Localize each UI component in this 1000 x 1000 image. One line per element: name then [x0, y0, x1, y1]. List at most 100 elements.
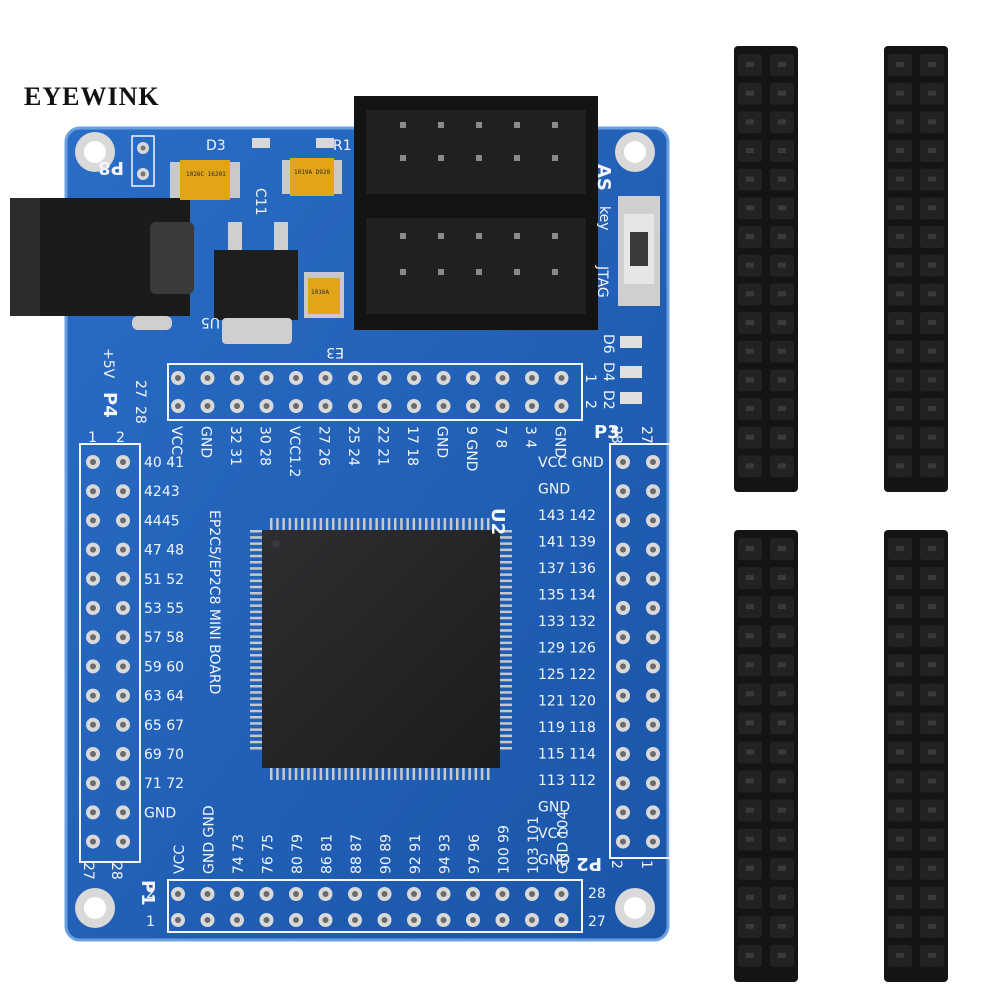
p4-pad — [171, 399, 185, 413]
connector-pin — [552, 233, 558, 239]
p1-row-label-0: 40 41 — [144, 455, 184, 471]
p1-row-label-11: 71 72 — [144, 776, 184, 792]
p1-pad — [86, 717, 100, 732]
p2-pin-label-9: 94 93 — [438, 834, 454, 874]
capacitor-c3: 1016A — [304, 272, 344, 318]
p1-row-label-5: 53 55 — [144, 601, 184, 617]
p1-row-label-6: 57 58 — [144, 630, 184, 646]
p2-outline — [167, 879, 583, 933]
p1-pad — [86, 542, 100, 557]
p4-pad — [348, 371, 362, 385]
connector-pin — [438, 269, 444, 275]
p2-pad — [318, 887, 333, 901]
p3-row-label-0: VCC GND — [538, 455, 604, 471]
key-button[interactable] — [618, 196, 660, 306]
label-5v: +5V — [100, 348, 116, 379]
connector-pin — [514, 122, 520, 128]
p1-pad — [86, 834, 100, 849]
label-p4: P4 — [99, 392, 120, 418]
p1-pad — [86, 776, 100, 791]
label-p2-28: 28 — [588, 886, 606, 902]
connector-pin — [514, 269, 520, 275]
p2-pad — [289, 913, 303, 927]
mounting-hole-tr — [615, 132, 655, 172]
p1-pad — [86, 484, 100, 499]
connector-pin — [438, 233, 444, 239]
brand-logo: EYEWINK — [24, 82, 160, 111]
smd-d3 — [252, 138, 270, 148]
label-p1: P1 — [137, 880, 158, 906]
p2-pad — [348, 887, 362, 901]
p4-pin-label-4: VCC1.2 — [286, 426, 302, 477]
pin-header-strip — [884, 530, 948, 982]
label-e3: E3 — [326, 344, 344, 360]
label-key: key — [596, 206, 612, 231]
p2-pin-label-1: GND GND — [202, 805, 218, 874]
connector-pin — [476, 155, 482, 161]
p2-pad — [318, 913, 333, 927]
capacitor-c1: 1026C 16201 — [170, 160, 240, 200]
p1-pad — [116, 513, 130, 528]
p4-pin-label-10: 9 GND — [463, 426, 479, 471]
p3-pad — [646, 630, 660, 645]
label-p4-1: 1 — [582, 374, 598, 383]
p4-pin-label-13: GND — [552, 426, 568, 458]
p1-pad — [86, 513, 100, 528]
p3-pad — [646, 571, 660, 586]
label-as: AS — [593, 164, 614, 191]
p4-pad — [436, 371, 451, 385]
p1-pad — [116, 630, 130, 645]
connector-pin — [552, 269, 558, 275]
p3-row-label-2: 143 142 — [538, 508, 596, 524]
p2-pad — [436, 887, 451, 901]
label-d6: D6 — [600, 334, 616, 354]
voltage-regulator-u5 — [214, 222, 298, 344]
p2-pad — [495, 887, 510, 901]
smd-r1 — [316, 138, 334, 148]
loose-pin-headers — [734, 46, 948, 982]
p4-pin-label-0: VCC — [168, 426, 184, 455]
p4-pin-label-7: 22 21 — [375, 426, 391, 466]
p4-pad — [230, 371, 244, 385]
fpga-chip-u2 — [250, 518, 512, 780]
p2-pad — [348, 913, 362, 927]
connector-pin — [400, 122, 406, 128]
p2-pad — [289, 887, 303, 901]
label-u2: U2 — [487, 508, 508, 535]
p2-pad — [525, 887, 539, 901]
p2-pin-label-3: 76 75 — [261, 834, 277, 874]
capacitor-c2: 1019A D920 — [282, 158, 342, 196]
p3-pad — [646, 776, 660, 791]
p4-pad — [377, 371, 392, 385]
p4-pad — [348, 399, 362, 413]
p2-pad — [259, 913, 274, 927]
p4-pad — [259, 371, 274, 385]
p1-row-label-3: 47 48 — [144, 543, 184, 559]
p2-pin-label-2: 74 73 — [231, 834, 247, 874]
p4-pad — [525, 399, 539, 413]
p1-pad — [86, 630, 100, 645]
label-p1-1: 1 — [88, 430, 97, 446]
p1-pad — [86, 601, 100, 615]
p1-pad — [116, 659, 130, 674]
p3-pad — [616, 571, 630, 586]
p3-pad — [646, 688, 660, 703]
p1-pad — [86, 805, 100, 820]
p3-row-label-15: GND — [538, 853, 570, 869]
p2-pad — [436, 913, 451, 927]
mounting-hole-tl — [75, 132, 115, 172]
p3-pad — [646, 805, 660, 820]
p4-pad — [200, 399, 215, 413]
p3-row-label-7: 129 126 — [538, 641, 596, 657]
p4-pad — [554, 371, 569, 385]
label-d3: D3 — [206, 138, 226, 154]
p3-row-label-10: 119 118 — [538, 720, 596, 736]
label-p3-27: 27 — [638, 426, 654, 444]
connector-pin — [438, 155, 444, 161]
p1-pad — [116, 747, 130, 761]
p4-pad — [259, 399, 274, 413]
p1-pad — [116, 688, 130, 703]
p1-pad — [116, 805, 130, 820]
p3-pad — [616, 659, 630, 674]
